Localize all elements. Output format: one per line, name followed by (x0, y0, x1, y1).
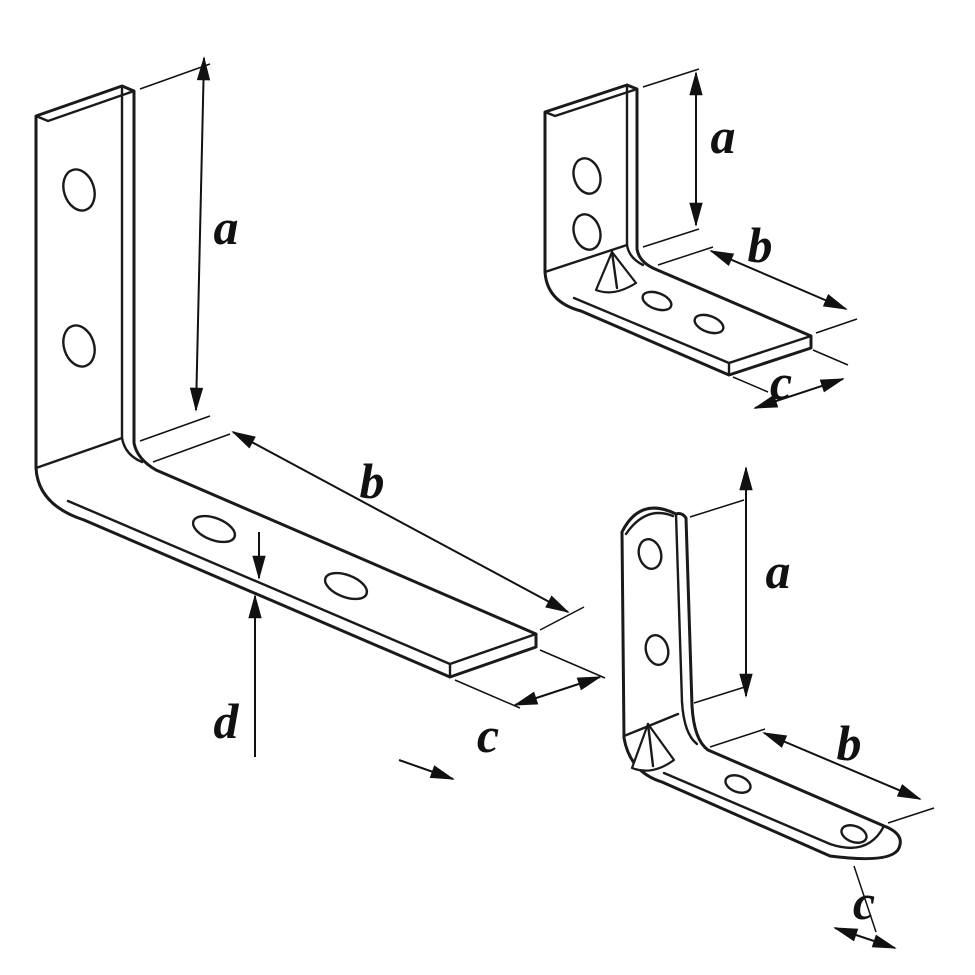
plate-top-face-edge (543, 87, 639, 118)
plate-rounded-end-rim (624, 511, 675, 536)
dimension-label-c: c (477, 707, 499, 763)
arm-end-hole (840, 824, 868, 844)
extension-line (689, 499, 745, 518)
dimension-label-b: b (360, 453, 385, 509)
bracket-large-corner-brace: a b c d (34, 56, 606, 780)
extension-line (139, 63, 211, 90)
dimension-label-d: d (214, 693, 240, 749)
bracket-body-outline (34, 84, 538, 679)
inner-fillet-curve (120, 436, 144, 464)
inner-fillet-curve (680, 700, 699, 746)
dimension-label-a: a (766, 543, 791, 599)
dimension-label-a: a (214, 199, 239, 255)
extension-line (815, 318, 858, 334)
inner-fillet-curve (625, 243, 645, 267)
plate-hole (572, 213, 602, 251)
extension-line (709, 728, 766, 748)
extension-line (657, 246, 714, 266)
dimension-label-b: b (748, 217, 773, 273)
extension-line (139, 415, 211, 442)
extension-line (539, 606, 585, 631)
arm-rounded-end-rim (828, 824, 886, 849)
dimension-label-c: c (853, 874, 875, 930)
extension-line (539, 649, 606, 679)
extension-line (152, 433, 231, 463)
arm-end-face-edges (727, 334, 813, 377)
extension-line (642, 228, 700, 248)
plate-hole (62, 324, 96, 368)
dimension-label-c: c (770, 354, 792, 410)
reinforcing-rib (630, 722, 676, 772)
dimension-line-b (709, 250, 848, 310)
plate-bottom-bend-line (543, 243, 629, 274)
dimension-line-a (189, 56, 211, 412)
plate-hole (637, 538, 663, 570)
bracket-body-outline (620, 506, 902, 861)
dimension-line-c (753, 378, 845, 409)
extension-line (454, 679, 521, 709)
dimension-label-b: b (837, 715, 862, 771)
extension-line (887, 807, 935, 824)
plate-hole (572, 157, 602, 195)
extension-line (642, 68, 700, 88)
arm-end-face-edges (448, 632, 538, 679)
extension-line (812, 349, 849, 366)
dimension-line-c (833, 927, 897, 949)
rib-ridge-line (646, 722, 655, 768)
plate-bottom-bend-line (34, 436, 124, 470)
dimension-line-b (762, 732, 922, 800)
dimension-line-b (231, 431, 570, 613)
plate-right-edge (674, 512, 684, 704)
dimension-arrow-c (398, 759, 455, 780)
arm-hole (641, 290, 673, 312)
extension-line (693, 685, 749, 704)
plate-hole (62, 168, 96, 212)
dimension-label-a: a (711, 108, 736, 164)
arm-top-front-edge (662, 771, 832, 846)
arm-hole (693, 313, 725, 335)
dimension-line-c (513, 676, 602, 706)
arm-hole (724, 774, 752, 794)
plate-top-face-edge (34, 89, 136, 123)
extension-line (853, 865, 877, 933)
plate-bottom-bend-line (622, 712, 680, 738)
plate-hole (644, 634, 670, 666)
arm-top-front-edge (572, 296, 731, 365)
bracket-corner-brace-with-rib: a b c (543, 68, 858, 410)
rib-ridge-line (610, 250, 619, 290)
extension-line (732, 376, 769, 393)
bracket-rounded-corner-brace-with-rib: a b c (620, 466, 935, 949)
